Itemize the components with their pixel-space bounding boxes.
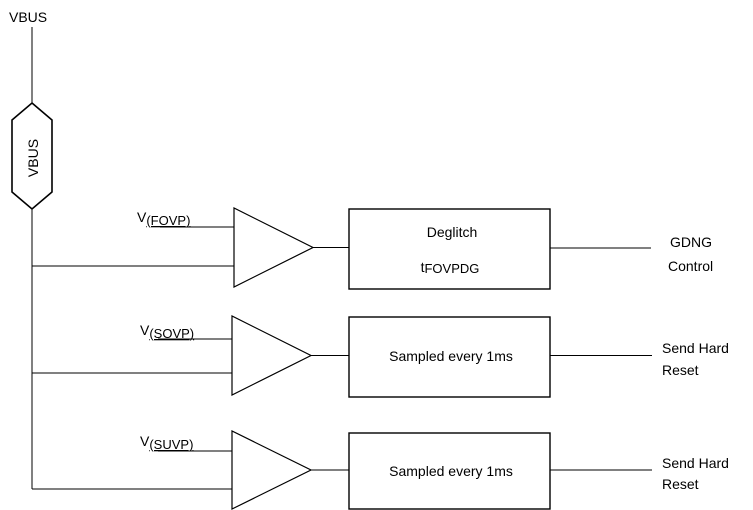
output-label-reset-sovp: Reset bbox=[662, 362, 699, 378]
reference-label-suvp: V(SUVP) bbox=[140, 433, 193, 452]
output-label-send-hard-sovp: Send Hard bbox=[662, 340, 729, 356]
stage-suvp: V(SUVP) Sampled every 1ms Send Hard Rese… bbox=[32, 430, 729, 510]
deglitch-block-title: Deglitch bbox=[427, 224, 478, 240]
sampler-label-suvp: Sampled every 1ms bbox=[389, 463, 513, 479]
sampler-label-sovp: Sampled every 1ms bbox=[389, 348, 513, 364]
comparator-fovp bbox=[233, 207, 315, 288]
sampler-block-suvp bbox=[348, 432, 551, 510]
output-label-control: Control bbox=[668, 258, 713, 274]
vbus-connector: VBUS bbox=[11, 101, 53, 211]
stage-fovp: V(FOVP) Deglitch tFOVPDG GDNG Control bbox=[32, 207, 713, 290]
comparator-sovp bbox=[231, 315, 313, 396]
output-label-reset-suvp: Reset bbox=[662, 476, 699, 492]
output-label-gdng: GDNG bbox=[670, 234, 712, 250]
reference-label-sovp: V(SOVP) bbox=[140, 322, 194, 341]
vbus-top-label: VBUS bbox=[9, 9, 47, 25]
output-label-send-hard-suvp: Send Hard bbox=[662, 455, 729, 471]
sampler-block-sovp bbox=[348, 316, 551, 398]
comparator-suvp bbox=[231, 430, 313, 510]
stage-sovp: V(SOVP) Sampled every 1ms Send Hard Rese… bbox=[32, 315, 729, 398]
deglitch-block bbox=[348, 208, 551, 290]
deglitch-time-label: tFOVPDG bbox=[421, 259, 480, 276]
reference-label-fovp: V(FOVP) bbox=[137, 209, 190, 228]
vbus-connector-label: VBUS bbox=[25, 139, 41, 177]
